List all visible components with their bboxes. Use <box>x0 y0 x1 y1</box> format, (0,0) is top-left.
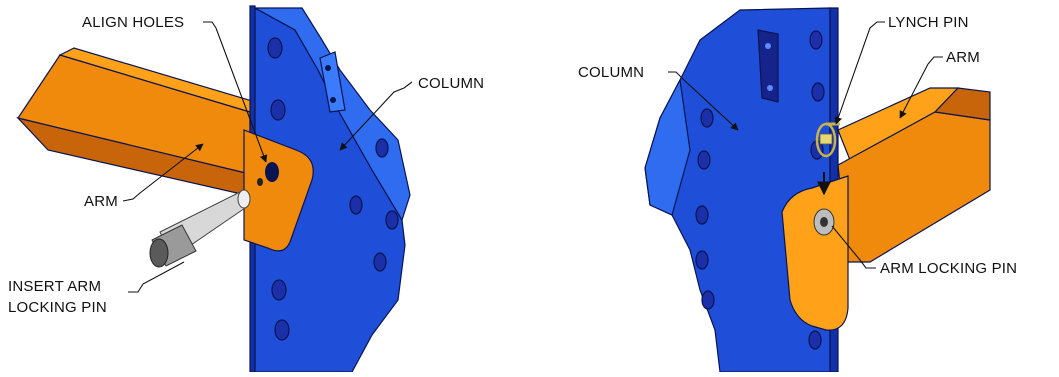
label-column-right: COLUMN <box>578 64 644 81</box>
label-arm-right: ARM <box>946 49 980 66</box>
slot-hole <box>811 82 825 102</box>
align-hole <box>265 162 279 182</box>
slot-hole <box>695 250 709 270</box>
slot-hole <box>271 279 287 301</box>
right-labels: LYNCH PIN COLUMN ARM ARM LOCKING PIN <box>578 14 1017 277</box>
label-column-left: COLUMN <box>418 75 484 92</box>
column-leader <box>339 81 413 151</box>
label-arm-locking-pin: ARM LOCKING PIN <box>880 260 1017 277</box>
arm-leader-left <box>122 143 204 202</box>
slot-hole <box>700 108 714 128</box>
column-leader-right <box>668 71 739 131</box>
left-arm <box>16 47 264 197</box>
label-arm-left: ARM <box>84 193 118 210</box>
slot-hole <box>349 195 363 215</box>
right-view: LYNCH PIN COLUMN ARM ARM LOCKING PIN <box>578 7 1017 373</box>
left-labels: ALIGN HOLES COLUMN ARM INSERT ARM LOCKIN… <box>8 14 484 316</box>
slot-hole <box>808 330 822 350</box>
slot-hole <box>267 37 283 59</box>
slot-hole <box>270 99 286 121</box>
arm-locking-pin-installed <box>813 208 835 236</box>
slot-hole <box>375 138 389 158</box>
slot-hole <box>373 252 387 272</box>
arm-leader-right <box>899 56 943 119</box>
label-insert-pin-line2: LOCKING PIN <box>8 299 107 316</box>
left-column <box>249 5 411 373</box>
arm-locking-pin-leader <box>831 225 876 269</box>
label-lynch-pin: LYNCH PIN <box>888 14 969 31</box>
align-holes-leader <box>203 21 268 163</box>
lynch-pin-leader <box>834 21 885 125</box>
slot-hole <box>809 30 823 50</box>
insert-arm-locking-pin <box>149 189 251 268</box>
label-insert-pin-line1: INSERT ARM <box>8 278 101 295</box>
insert-pin-leader <box>128 261 185 293</box>
slot-hole <box>695 205 709 225</box>
label-align-holes: ALIGN HOLES <box>82 14 184 31</box>
left-view: ALIGN HOLES COLUMN ARM INSERT ARM LOCKIN… <box>8 5 484 373</box>
right-arm <box>837 87 991 263</box>
slot-hole <box>701 290 715 310</box>
slot-hole <box>385 210 399 230</box>
slot-hole <box>697 150 711 170</box>
slot-hole <box>274 319 290 341</box>
